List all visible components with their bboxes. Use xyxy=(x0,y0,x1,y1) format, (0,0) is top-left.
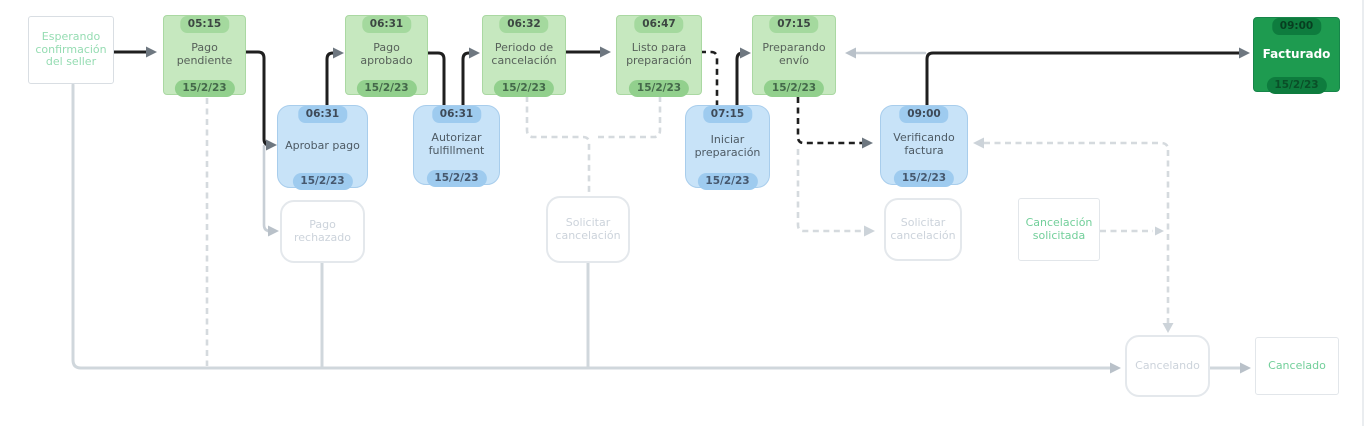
state-label: Facturado xyxy=(1262,47,1331,62)
action-aprobar-pago[interactable]: 06:31 Aprobar pago 15/2/23 xyxy=(277,105,368,190)
state-periodo-de-cancelacion[interactable]: 06:32 Periodo de cancelación 15/2/23 xyxy=(482,15,566,97)
edge-listo-to-iniciar xyxy=(700,50,719,105)
arrowhead xyxy=(1239,47,1250,59)
arrowhead xyxy=(1155,226,1164,236)
date-badge: 15/2/23 xyxy=(174,79,235,97)
time-badge: 06:31 xyxy=(361,16,412,34)
action-autorizar-fulfillment[interactable]: 06:31 Autorizar fulfillment 15/2/23 xyxy=(413,105,500,187)
state-pago-pendiente[interactable]: 05:15 Pago pendiente 15/2/23 xyxy=(163,15,246,97)
time-badge: 09:00 xyxy=(1271,18,1322,36)
action-label: Autorizar fulfillment xyxy=(428,131,485,157)
arrowhead xyxy=(740,47,751,59)
action-label: Aprobar pago xyxy=(285,139,360,153)
arrowhead xyxy=(469,47,480,59)
edge-preparando-to-verificando xyxy=(796,97,862,145)
time-badge: 07:15 xyxy=(702,106,753,124)
arrowhead xyxy=(266,139,277,151)
panel-divider xyxy=(1362,0,1364,426)
edge-iniciar-to-preparando xyxy=(735,51,745,107)
state-label: Esperando confirmación del seller xyxy=(35,29,107,69)
edge-aprobado-to-autorizar xyxy=(426,51,446,107)
time-badge: 06:31 xyxy=(297,106,348,124)
action-label: Iniciar preparación xyxy=(694,132,761,159)
state-label: Pago aprobado xyxy=(360,41,413,67)
time-badge: 06:32 xyxy=(499,16,549,34)
edge-preparando-to-solicitar2 xyxy=(796,149,864,233)
action-label: Solicitar cancelación xyxy=(555,215,621,242)
date-badge: 15/2/23 xyxy=(292,172,353,190)
date-badge: 15/2/23 xyxy=(763,79,825,97)
action-verificando-factura[interactable]: 09:00 Verificando factura 15/2/23 xyxy=(880,105,968,187)
arrowhead xyxy=(862,137,873,149)
date-badge: 15/2/23 xyxy=(697,172,758,190)
date-badge: 15/2/23 xyxy=(893,169,955,187)
date-badge: 15/2/23 xyxy=(628,79,690,97)
time-badge: 06:47 xyxy=(634,16,684,34)
edge-aprobar-to-aprobado xyxy=(325,51,336,107)
date-badge: 15/2/23 xyxy=(426,169,487,187)
state-label: Periodo de cancelación xyxy=(491,41,557,67)
action-solicitar-cancelacion-2-inactive[interactable]: Solicitar cancelación xyxy=(884,198,962,261)
arrowhead xyxy=(146,46,157,58)
time-badge: 09:00 xyxy=(899,106,949,124)
date-badge: 15/2/23 xyxy=(1266,76,1327,94)
state-pago-rechazado-inactive[interactable]: Pago rechazado xyxy=(280,200,365,263)
time-badge: 06:31 xyxy=(431,106,482,124)
state-pago-aprobado[interactable]: 06:31 Pago aprobado 15/2/23 xyxy=(345,15,428,97)
action-iniciar-preparacion[interactable]: 07:15 Iniciar preparación 15/2/23 xyxy=(685,105,770,190)
edge-listo-to-solicitar1 xyxy=(596,96,662,139)
arrowhead xyxy=(333,47,344,59)
state-cancelacion-solicitada[interactable]: Cancelación solicitada xyxy=(1018,198,1100,261)
arrowhead xyxy=(845,47,856,59)
state-label: Pago rechazado xyxy=(293,217,352,244)
arrowhead xyxy=(1240,362,1251,374)
state-label: Cancelación solicitada xyxy=(1025,215,1093,242)
state-cancelando-inactive[interactable]: Cancelando xyxy=(1125,335,1210,397)
arrowhead xyxy=(973,137,984,149)
state-label: Listo para preparación xyxy=(626,41,692,67)
action-label: Verificando factura xyxy=(893,131,955,157)
arrowhead xyxy=(864,225,875,237)
state-label: Cancelado xyxy=(1268,358,1326,372)
state-preparando-envio[interactable]: 07:15 Preparando envío 15/2/23 xyxy=(752,15,836,97)
state-listo-para-preparacion[interactable]: 06:47 Listo para preparación 15/2/23 xyxy=(616,15,702,97)
edge-verificando-to-facturado xyxy=(925,51,1242,107)
edge-junction-to-verificando xyxy=(984,141,1170,151)
arrowhead xyxy=(268,225,279,237)
state-facturado-current[interactable]: 09:00 Facturado 15/2/23 xyxy=(1253,17,1340,94)
state-label: Pago pendiente xyxy=(176,41,233,67)
arrowhead xyxy=(600,46,611,58)
arrowhead xyxy=(1110,362,1121,374)
state-label: Cancelando xyxy=(1135,358,1200,372)
action-solicitar-cancelacion-inactive[interactable]: Solicitar cancelación xyxy=(546,196,630,263)
time-badge: 05:15 xyxy=(179,16,230,34)
state-label: Preparando envío xyxy=(762,41,826,67)
edge-pendiente-to-aprobar xyxy=(244,50,271,147)
state-cancelado[interactable]: Cancelado xyxy=(1255,337,1339,395)
time-badge: 07:15 xyxy=(769,16,819,34)
state-esperando-confirmacion[interactable]: Esperando confirmación del seller xyxy=(28,16,114,84)
edge-pendiente-to-rechazado xyxy=(262,144,271,233)
action-label: Solicitar cancelación xyxy=(890,215,956,242)
edge-trunk-to-cancelando xyxy=(71,83,1113,370)
edge-autorizar-to-periodo xyxy=(461,51,472,107)
date-badge: 15/2/23 xyxy=(493,79,555,97)
edge-periodo-to-solicitar1 xyxy=(525,96,591,195)
date-badge: 15/2/23 xyxy=(356,79,417,97)
arrowhead xyxy=(1162,323,1174,333)
